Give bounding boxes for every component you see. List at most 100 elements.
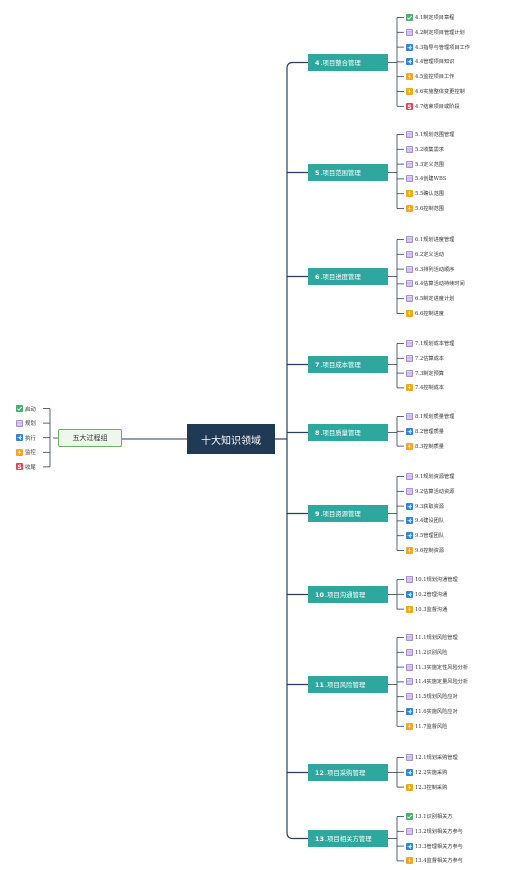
area-number: 9 (315, 509, 320, 518)
monitor-icon (406, 73, 413, 81)
process-label: 4.7结束项目或阶段 (415, 103, 460, 110)
area-label: .项目进度管理 (320, 273, 361, 281)
legend-item-plan: 规划 (16, 419, 36, 428)
process-item: 9.1规划资源管理 (406, 472, 454, 481)
plan-icon (16, 419, 23, 427)
process-item: 12.1规划采购管理 (406, 753, 458, 762)
plan-icon (406, 576, 413, 583)
process-item: 10.2管理沟通 (406, 590, 447, 599)
monitor-icon (406, 310, 413, 317)
process-item: 5.5确认范围 (406, 189, 444, 198)
process-label: 13.4监督相关方参与 (415, 858, 463, 865)
process-item: 7.2估算成本 (406, 354, 444, 363)
process-label: 6.5制定进度计划 (415, 296, 455, 303)
process-label: 4.3指导与管理项目工作 (415, 44, 470, 51)
process-item: 6.5制定进度计划 (406, 294, 454, 303)
process-item: 6.3排列活动顺序 (406, 265, 454, 274)
process-item: 11.4实施定量风险分析 (406, 677, 468, 686)
process-label: 4.6实施整体变更控制 (415, 89, 465, 95)
area-number: 5 (315, 168, 320, 177)
plan-icon (406, 145, 413, 153)
legend-item-monitor: 监控 (16, 448, 36, 457)
process-item: 5.1规划范围管理 (406, 130, 454, 139)
area-label: .项目相关方管理 (324, 835, 372, 843)
area-label: .项目沟通管理 (324, 591, 366, 599)
area-number: 11 (315, 680, 324, 689)
area-number: 6 (315, 272, 320, 281)
process-item: 5.6控制范围 (406, 204, 444, 213)
monitor-icon (16, 448, 23, 456)
process-label: 13.2规划相关方参与 (415, 828, 463, 835)
process-item: 10.3监督沟通 (406, 605, 447, 614)
legend-label: 监控 (25, 450, 36, 457)
process-label: 6.6控制进度 (415, 311, 444, 317)
process-item: 13.1识别相关方 (406, 812, 453, 821)
process-item: 6.2定义活动 (406, 250, 444, 259)
process-label: 4.1制定项目章程 (415, 15, 455, 21)
process-item: 9.5管理团队 (406, 531, 444, 540)
close-icon: S (16, 463, 23, 471)
legend-label: 执行 (25, 435, 36, 442)
knowledge-area-12: 12.项目采购管理 (308, 764, 388, 781)
plan-icon (406, 754, 413, 761)
knowledge-area-7: 7.项目成本管理 (308, 356, 388, 373)
process-label: 5.5确认范围 (415, 191, 444, 198)
svg-text:S: S (407, 104, 411, 110)
process-label: 9.3获取资源 (415, 503, 444, 510)
monitor-icon (406, 605, 413, 613)
plan-icon (406, 28, 413, 36)
process-label: 12.1规划采购管理 (415, 755, 458, 761)
plan-icon (406, 487, 413, 495)
monitor-icon (406, 857, 413, 865)
process-item: 8.3控制质量 (406, 442, 444, 451)
process-label: 6.2定义活动 (415, 251, 444, 258)
central-topic: 十大知识领域 (187, 424, 275, 454)
process-label: 6.3排列活动顺序 (415, 266, 455, 273)
area-label: .项目整合管理 (320, 59, 361, 67)
process-label: 4.5监控项目工作 (415, 74, 455, 81)
execute-icon (406, 58, 413, 66)
area-number: 10 (315, 590, 324, 599)
monitor-icon (406, 384, 413, 392)
legend-item-start: 启动 (16, 404, 36, 413)
process-item: 4.2制定项目管理计划 (406, 28, 465, 37)
legend-label: 收尾 (25, 464, 36, 471)
execute-icon (406, 43, 413, 51)
process-label: 11.6实施风险应对 (415, 709, 458, 715)
process-label: 9.6控制资源 (415, 548, 444, 554)
process-label: 5.3定义范围 (415, 161, 444, 168)
process-label: 11.5规划风险应对 (415, 694, 458, 701)
execute-icon (406, 502, 413, 510)
plan-icon (406, 295, 413, 303)
plan-icon (406, 648, 413, 656)
plan-icon (406, 265, 413, 273)
start-icon (16, 405, 23, 412)
knowledge-area-9: 9.项目资源管理 (308, 505, 388, 522)
process-label: 10.1规划沟通管理 (415, 577, 458, 583)
area-number: 13 (315, 834, 324, 843)
process-label: 5.6控制范围 (415, 206, 444, 212)
process-item: 12.3控制采购 (406, 783, 447, 792)
execute-icon (406, 427, 413, 435)
plan-icon (406, 413, 413, 420)
plan-icon (406, 175, 413, 183)
process-label: 9.4建设团队 (415, 518, 444, 525)
process-label: 12.3控制采购 (415, 784, 448, 791)
process-label: 7.3制定预算 (415, 370, 444, 377)
process-label: 9.1规划资源管理 (415, 474, 455, 480)
process-label: 4.2制定项目管理计划 (415, 29, 465, 36)
process-item: 6.4估算活动持续时间 (406, 279, 465, 288)
legend-label: 启动 (25, 406, 36, 413)
process-label: 5.2收集需求 (415, 146, 444, 153)
area-label: .项目风险管理 (324, 681, 366, 689)
process-item: 4.5监控项目工作 (406, 72, 454, 81)
area-number: 12 (315, 768, 324, 777)
process-item: 11.5规划风险应对 (406, 692, 458, 701)
knowledge-area-13: 13.项目相关方管理 (308, 830, 388, 847)
process-item: 4.3指导与管理项目工作 (406, 43, 470, 52)
process-label: 10.3监督沟通 (415, 606, 448, 613)
process-label: 11.1规划风险管理 (415, 635, 458, 641)
